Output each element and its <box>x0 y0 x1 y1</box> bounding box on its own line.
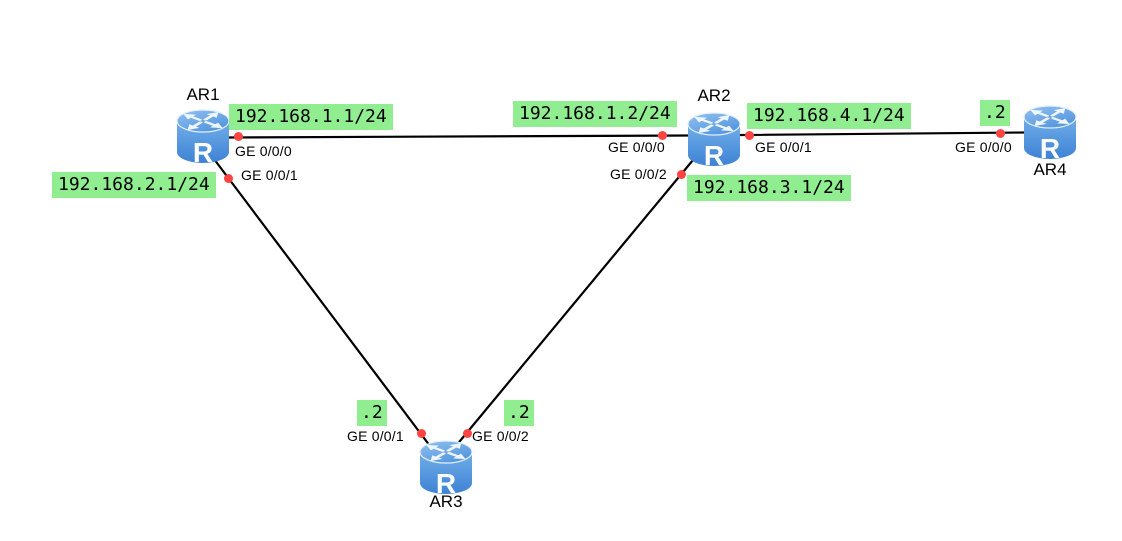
ip-label-net1-ar1: 192.168.1.1/24 <box>229 104 393 130</box>
ip-label-net1-ar2: 192.168.1.2/24 <box>513 101 677 127</box>
router-icon: R <box>176 109 230 165</box>
interface-label-ar2-ge002: GE 0/0/2 <box>610 166 667 182</box>
router-icon: R <box>419 440 473 496</box>
router-name-ar3: AR3 <box>429 492 463 511</box>
ip-label-net3-ar2: 192.168.3.1/24 <box>687 175 851 201</box>
svg-text:R: R <box>704 140 724 168</box>
crossed-arrows-icon <box>426 442 466 462</box>
endpoint-dot-ar1-ge000 <box>234 132 243 141</box>
ip-label-net4-ar4: .2 <box>980 100 1010 126</box>
router-name-ar4: AR4 <box>1033 160 1067 179</box>
link-ar2-ar4[interactable] <box>738 131 1028 137</box>
interface-label-ar2-ge001: GE 0/0/1 <box>755 139 812 155</box>
router-node-ar2[interactable]: R <box>687 112 741 168</box>
endpoint-dot-ar1-ge001 <box>224 174 233 183</box>
endpoint-dot-ar3-ge002 <box>463 429 472 438</box>
interface-label-ar3-ge002: GE 0/0/2 <box>472 428 529 444</box>
interface-label-ar1-ge000: GE 0/0/0 <box>235 143 292 159</box>
link-ar1-ar2[interactable] <box>222 134 691 139</box>
endpoint-dot-ar2-ge002 <box>677 170 686 179</box>
svg-text:R: R <box>436 468 456 496</box>
svg-text:R: R <box>1040 133 1060 161</box>
svg-text:R: R <box>193 137 213 165</box>
router-name-ar1: AR1 <box>186 85 220 104</box>
ip-label-net4-ar2: 192.168.4.1/24 <box>747 103 911 129</box>
crossed-arrows-icon <box>183 111 223 131</box>
interface-label-ar3-ge001: GE 0/0/1 <box>347 428 404 444</box>
endpoint-dot-ar2-ge001 <box>745 131 754 140</box>
endpoint-dot-ar4-ge000 <box>996 129 1005 138</box>
ip-label-net2-ar1: 192.168.2.1/24 <box>52 172 216 198</box>
crossed-arrows-icon <box>1030 107 1070 127</box>
router-node-ar1[interactable]: R <box>176 109 230 165</box>
interface-label-ar2-ge000: GE 0/0/0 <box>608 139 665 155</box>
router-icon: R <box>687 112 741 168</box>
router-name-ar2: AR2 <box>697 86 731 105</box>
ip-label-net2-ar3: .2 <box>357 400 387 426</box>
crossed-arrows-icon <box>694 114 734 134</box>
link-ar1-ar3[interactable] <box>212 157 432 448</box>
router-node-ar3[interactable]: R <box>419 440 473 496</box>
router-node-ar4[interactable]: R <box>1023 105 1077 161</box>
endpoint-dot-ar2-ge000 <box>658 131 667 140</box>
interface-label-ar4-ge000: GE 0/0/0 <box>955 139 1012 155</box>
interface-label-ar1-ge001: GE 0/0/1 <box>241 167 298 183</box>
ip-label-net3-ar3: .2 <box>504 400 534 426</box>
link-ar2-ar3[interactable] <box>453 158 695 449</box>
endpoint-dot-ar3-ge001 <box>417 429 426 438</box>
router-icon: R <box>1023 105 1077 161</box>
